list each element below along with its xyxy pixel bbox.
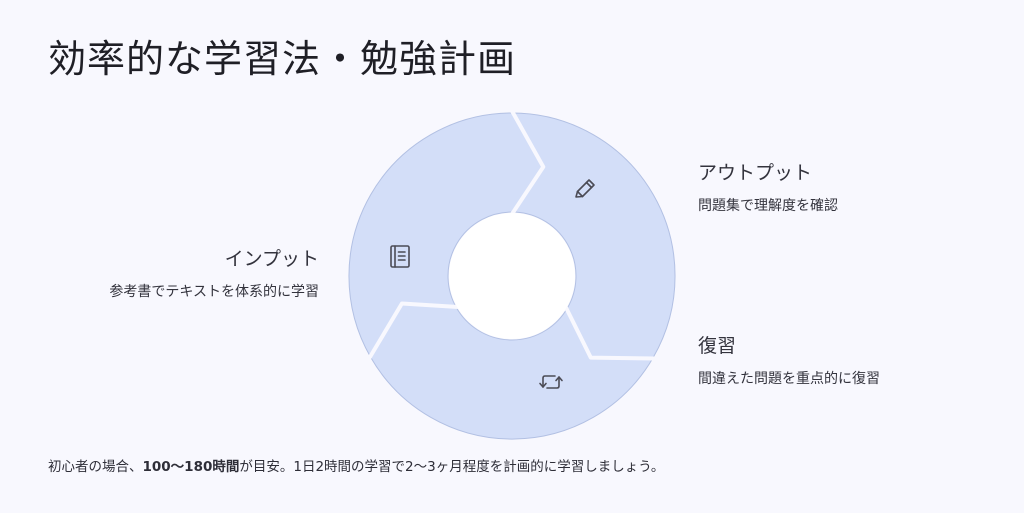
output-label: アウトプット 問題集で理解度を確認 xyxy=(698,160,838,216)
input-description: 参考書でテキストを体系的に学習 xyxy=(109,284,319,300)
footer-hours: 100〜180時間 xyxy=(142,459,240,475)
segment-gap-0 xyxy=(510,110,546,216)
page-title: 効率的な学習法・勉強計画 xyxy=(48,37,517,81)
input-heading: インプット xyxy=(224,248,319,270)
output-heading: アウトプット xyxy=(698,162,813,184)
footer-text-before: 初心者の場合、 xyxy=(48,459,143,475)
cycle-center xyxy=(449,213,575,339)
review-label: 復習 間違えた問題を重点的に復習 xyxy=(698,333,880,389)
review-description: 間違えた問題を重点的に復習 xyxy=(698,371,880,387)
pencil-icon xyxy=(575,179,595,198)
repeat-icon xyxy=(539,375,563,389)
cycle-segment-input xyxy=(348,112,544,359)
cycle-segment-output xyxy=(511,112,676,359)
input-label: インプット 参考書でテキストを体系的に学習 xyxy=(109,246,319,302)
output-description: 問題集で理解度を確認 xyxy=(698,198,838,214)
review-heading: 復習 xyxy=(698,335,737,357)
segment-gap-1 xyxy=(563,306,655,361)
cycle-segment-review xyxy=(370,302,655,440)
book-icon xyxy=(390,245,410,268)
segment-gap-2 xyxy=(367,301,459,360)
footer-note: 初心者の場合、100〜180時間が目安。1日2時間の学習で2〜3ヶ月程度を計画的… xyxy=(48,456,664,478)
footer-text-after: が目安。1日2時間の学習で2〜3ヶ月程度を計画的に学習しましょう。 xyxy=(239,459,665,475)
